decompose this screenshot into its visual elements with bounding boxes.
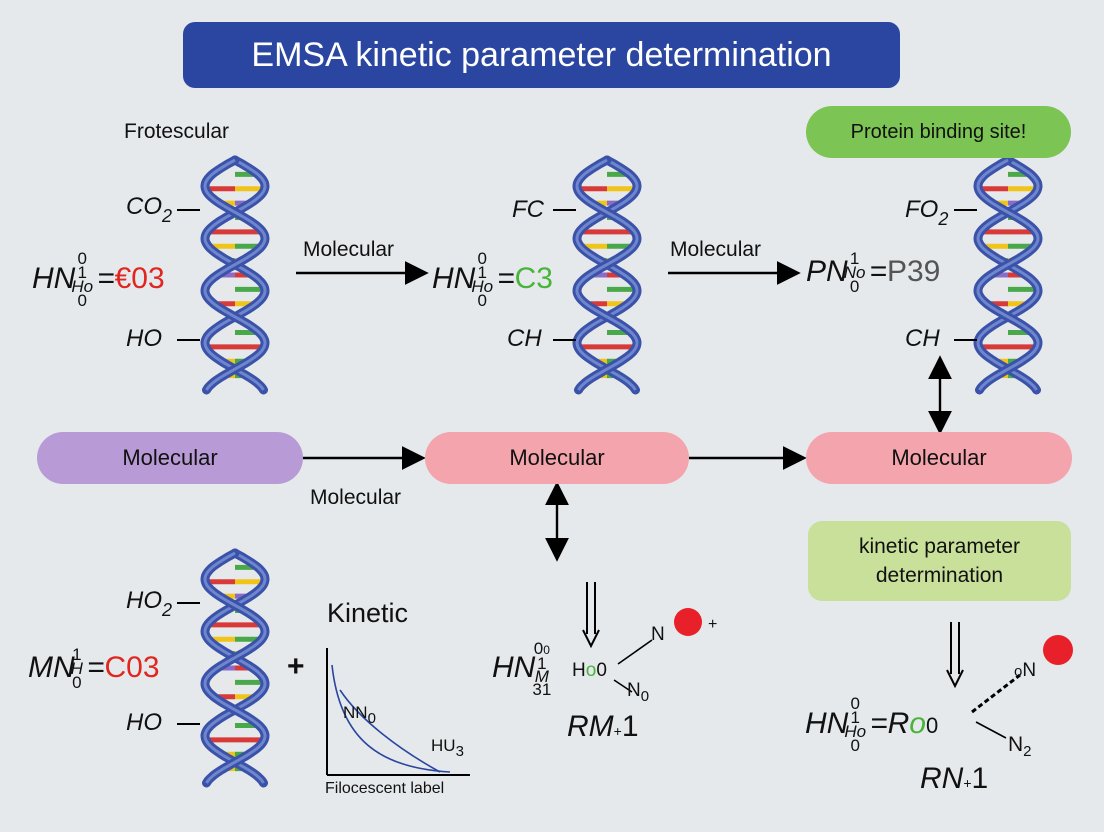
mol-right-n-bottom: N2 bbox=[1008, 733, 1032, 760]
dna-strand-highlight bbox=[203, 158, 267, 391]
frotescular-label: Frotescular bbox=[124, 120, 230, 143]
plot-curve-2 bbox=[339, 689, 441, 773]
implication-arrow-right bbox=[946, 622, 964, 689]
ho2-label: HO2 bbox=[126, 587, 173, 620]
arrow-top-1-label: Molecular bbox=[303, 238, 395, 261]
dna-helix-2 bbox=[572, 155, 642, 395]
dna-strand-highlight bbox=[976, 158, 1040, 391]
ho-label-2: HO bbox=[126, 709, 162, 736]
kinetic-plot bbox=[326, 648, 470, 776]
plot-curve-1 bbox=[331, 664, 451, 773]
implication-arrow-mid bbox=[582, 582, 600, 649]
dna-strand-highlight bbox=[976, 158, 1040, 391]
fc-label: FC bbox=[512, 196, 544, 223]
ch-label-2: CH bbox=[905, 325, 940, 352]
protein-binding-site-badge: Protein binding site! bbox=[806, 106, 1071, 158]
co2-label: CO2 bbox=[126, 193, 173, 226]
mol-mid-n-top: N bbox=[651, 624, 665, 645]
title-banner: EMSA kinetic parameter determination bbox=[183, 22, 900, 88]
molecular-box-pink-right: Molecular bbox=[806, 432, 1072, 484]
kinetic-parameter-box: kinetic parameter determination bbox=[808, 521, 1071, 601]
fo2-label: FO2 bbox=[905, 196, 949, 229]
molecular-box-pink-mid: Molecular bbox=[425, 432, 689, 484]
bond-mid-upper bbox=[617, 639, 653, 665]
plot-curve-1-label: NN0 bbox=[343, 703, 376, 727]
mol-mid-plus: + bbox=[708, 616, 718, 633]
plus-sign: + bbox=[287, 650, 305, 683]
dna-helix-4 bbox=[200, 548, 270, 788]
ho-label: HO bbox=[126, 325, 162, 352]
mol-mid-n-bottom: N0 bbox=[627, 680, 650, 705]
dna-strand-highlight bbox=[575, 158, 639, 391]
mol-mid-ho-group: Ho0 bbox=[572, 660, 607, 681]
mol-right-n-top: oN bbox=[1014, 660, 1037, 681]
plot-xlabel: Filocescent label bbox=[325, 780, 445, 797]
bond-right-lower bbox=[975, 721, 1007, 739]
arrow-top-2-label: Molecular bbox=[670, 238, 762, 261]
red-dot-right bbox=[1043, 635, 1073, 665]
kinetic-title: Kinetic bbox=[327, 598, 409, 628]
dna-strand-highlight bbox=[575, 158, 639, 391]
dna-strand-highlight bbox=[203, 158, 267, 391]
plot-curve-2-label: HU3 bbox=[431, 736, 464, 760]
dna-helix-3 bbox=[973, 155, 1043, 395]
bond-mid-lower bbox=[613, 679, 633, 693]
ch-label: CH bbox=[507, 325, 542, 352]
dna-strand-highlight bbox=[203, 551, 267, 784]
mol-mid-caption: RM+1 bbox=[567, 710, 639, 743]
molecular-box-purple: Molecular bbox=[37, 432, 303, 484]
dna-strand-highlight bbox=[203, 551, 267, 784]
arrow-mid-label: Molecular bbox=[310, 486, 402, 509]
dna-helix-1 bbox=[200, 155, 270, 395]
red-dot-mid bbox=[674, 608, 702, 636]
mol-right-caption: RN+1 bbox=[920, 762, 989, 795]
dashed-bond-right bbox=[971, 673, 1021, 714]
